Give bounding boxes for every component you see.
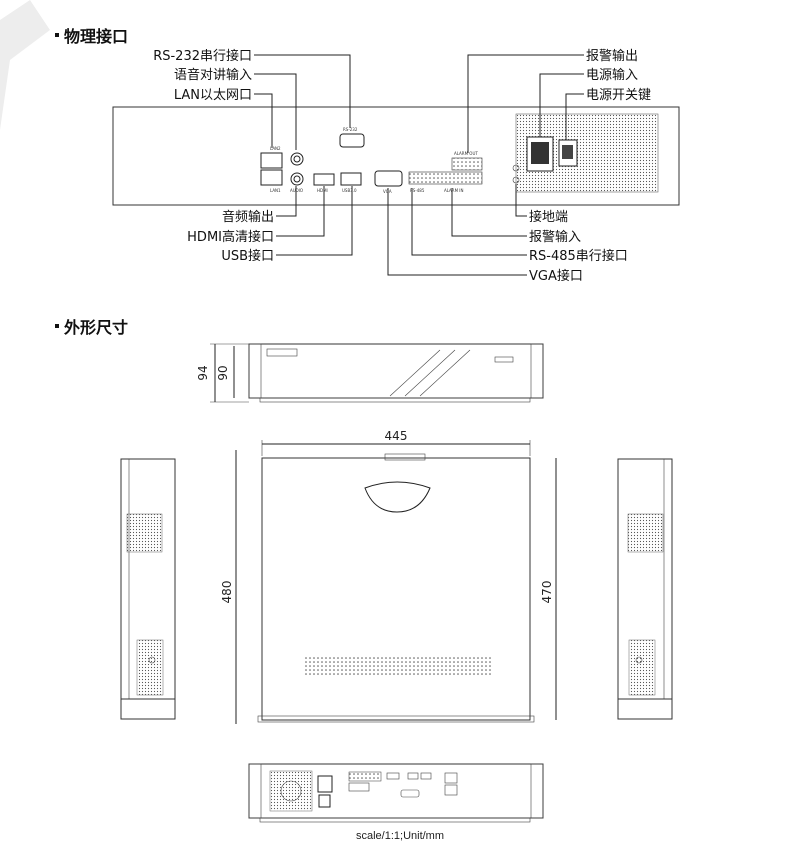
hdmi-mark: HDMI — [317, 188, 328, 193]
scale-caption: scale/1:1;Unit/mm — [356, 830, 444, 842]
dim-height-outer: 94 — [196, 365, 210, 380]
alarm-out-mark: ALARM OUT — [454, 151, 478, 156]
dim-depth-inner: 470 — [540, 581, 554, 604]
dim-depth-outer: 480 — [220, 581, 234, 604]
rs485-mark: RS-485 — [410, 188, 425, 193]
section-bullet — [55, 33, 59, 37]
lan2-mark: LAN2 — [270, 146, 281, 151]
usb-mark: USB3.0 — [342, 188, 357, 193]
rear-view — [248, 763, 544, 823]
top-view — [235, 440, 557, 724]
label-talkback-input: 语音对讲输入 — [174, 67, 252, 83]
label-alarm-output: 报警输出 — [586, 48, 638, 64]
section-bullet — [55, 324, 59, 328]
side-view-left — [120, 458, 176, 720]
label-ground: 接地端 — [529, 209, 568, 225]
rs232-mark: RS-232 — [343, 127, 358, 132]
vga-mark: VGA — [383, 189, 392, 194]
label-hdmi: HDMI高清接口 — [187, 229, 274, 245]
section-title-dimensions: 外形尺寸 — [63, 318, 128, 337]
label-vga: VGA接口 — [529, 268, 583, 284]
label-rs232: RS-232串行接口 — [153, 48, 252, 64]
label-usb: USB接口 — [221, 248, 274, 264]
front-view — [210, 343, 544, 403]
side-view-right — [617, 458, 673, 720]
label-alarm-input: 报警输入 — [529, 229, 581, 245]
section-title-interfaces: 物理接口 — [64, 27, 128, 46]
label-audio-output: 音频输出 — [222, 209, 274, 225]
alarm-in-mark: ALARM IN — [444, 188, 463, 193]
dim-height-inner: 90 — [216, 365, 230, 380]
label-rs485: RS-485串行接口 — [529, 248, 628, 264]
leader-lines — [254, 54, 584, 276]
label-power-input: 电源输入 — [586, 67, 638, 83]
dim-width: 445 — [385, 429, 408, 443]
watermark — [0, 0, 50, 130]
back-panel: LAN2 LAN1 AUDIO HDMI USB3.0 RS-232 VGA A… — [112, 106, 680, 206]
label-power-switch: 电源开关键 — [586, 88, 651, 103]
audio-mark: AUDIO — [290, 188, 303, 193]
lan1-mark: LAN1 — [270, 188, 281, 193]
label-lan: LAN以太网口 — [174, 88, 252, 103]
